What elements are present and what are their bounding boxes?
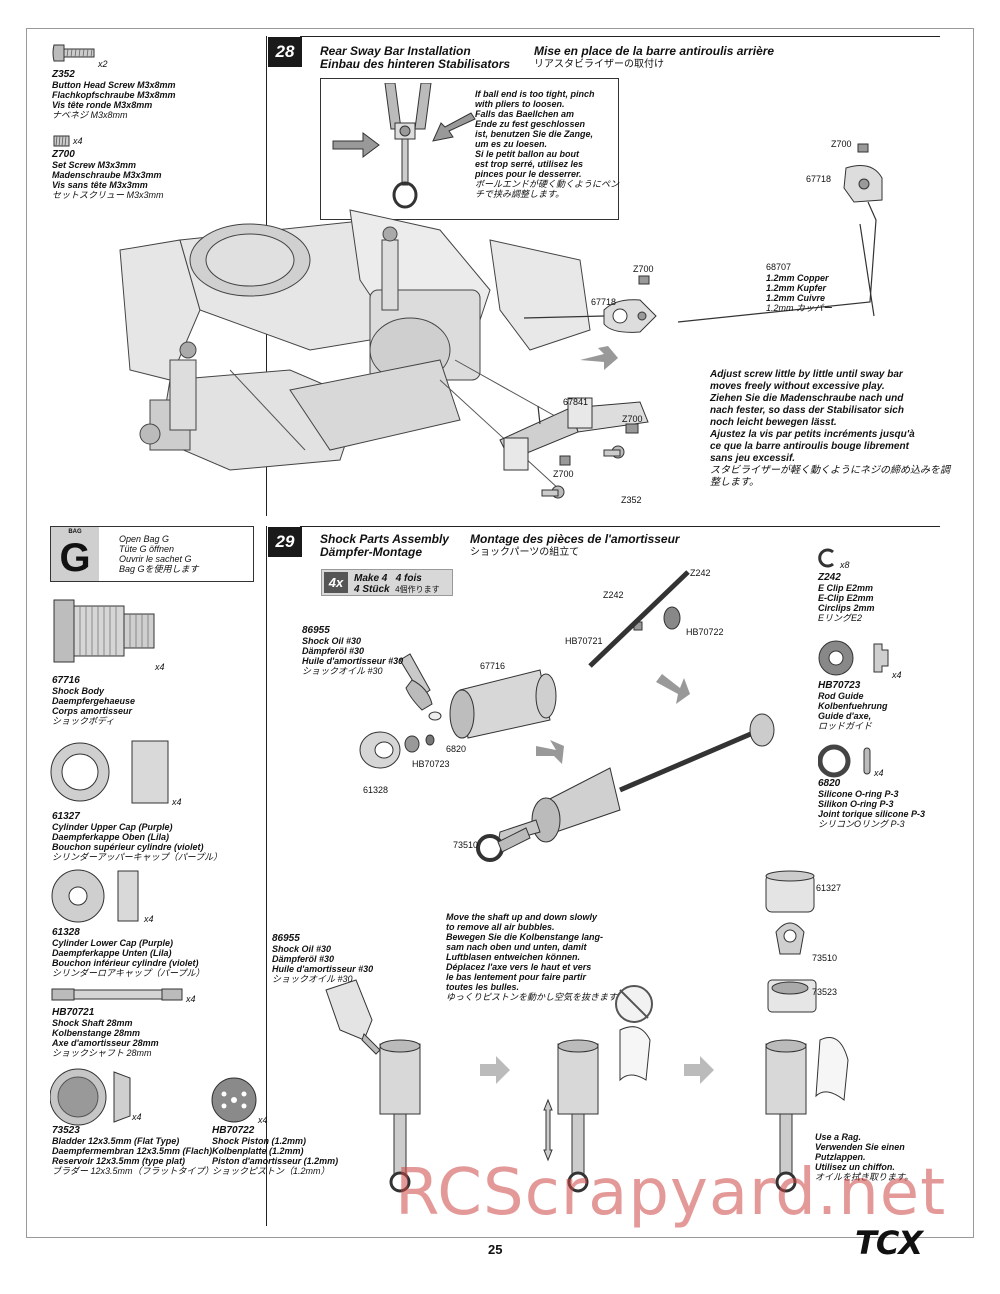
shock-cap-parts: [765, 870, 815, 995]
set-screw-icon: [53, 135, 70, 147]
make-count-badge: 4x Make 4 4 fois 4 Stück 4個作ります: [321, 569, 453, 596]
shock-shaft-icon: [51, 988, 183, 1001]
step29-divider: [266, 526, 267, 1226]
rod-guide-icon: [818, 640, 889, 676]
part-qty: x4: [144, 914, 154, 924]
label-61328: 61328: [363, 785, 389, 795]
label-6820: 6820: [446, 744, 467, 754]
part-z352: Z352 Button Head Screw M3x8mm Flachkopfs…: [52, 69, 176, 120]
ball-end-note: If ball end is too tight, pinch with pli…: [475, 89, 620, 199]
label-68707: 68707: [766, 262, 792, 272]
rear-chassis-illustration: [119, 209, 591, 491]
part-qty: x4: [892, 670, 902, 680]
label-z700: Z700: [633, 264, 654, 274]
label-73510: 73510: [453, 840, 479, 850]
tcx-logo: TCX: [855, 1224, 923, 1262]
part-z242: Z242 E Clip E2mm E-Clip E2mm Circlips 2m…: [818, 572, 875, 623]
label-hb70721: HB70721: [565, 636, 603, 646]
step28-title-left: Rear Sway Bar Installation Einbau des hi…: [320, 44, 511, 71]
label-z352: Z352: [621, 495, 642, 505]
label-67718: 67718: [591, 297, 617, 307]
part-qty: x4: [874, 768, 884, 778]
part-hb70723: HB70723 Rod Guide Kolbenfuehrung Guide d…: [818, 680, 888, 731]
air-bubbles-note: Move the shaft up and down slowly to rem…: [446, 912, 626, 1002]
lower-cap-icon: [51, 869, 139, 923]
part-73523: 73523 Bladder 12x3.5mm (Flat Type) Daemp…: [52, 1125, 214, 1176]
label-z242: Z242: [603, 590, 624, 600]
label-z242: Z242: [690, 568, 711, 578]
step-number-29: 29: [268, 527, 302, 557]
step29-title-left: Shock Parts Assembly Dämpfer-Montage: [320, 532, 449, 559]
part-hb70722: HB70722 Shock Piston (1.2mm) Kolbenplatt…: [212, 1125, 339, 1176]
part-z700: Z700 Set Screw M3x3mm Madenschraube M3x3…: [52, 149, 164, 200]
label-67718: 67718: [806, 174, 832, 184]
label-73523: 73523: [812, 987, 838, 997]
ball-end-pliers-illustration: [332, 83, 476, 209]
label-z700: Z700: [622, 414, 643, 424]
copper-wire-label: 1.2mm Copper 1.2mm Kupfer 1.2mm Cuivre 1…: [766, 273, 833, 313]
watermark: RCScrapyard.net: [395, 1156, 947, 1230]
shock-assembly-illustration: [359, 570, 775, 862]
part-qty: x4: [132, 1112, 142, 1122]
bag-g-badge: BAG G: [51, 527, 99, 581]
make-count-text: Make 4 4 fois 4 Stück 4個作ります: [354, 573, 440, 595]
part-61328: 61328 Cylinder Lower Cap (Purple) Daempf…: [52, 927, 205, 978]
label-z700: Z700: [831, 139, 852, 149]
label-hb70722: HB70722: [686, 627, 724, 637]
part-hb70721: HB70721 Shock Shaft 28mm Kolbenstange 28…: [52, 1007, 159, 1058]
bag-g-instructions: Open Bag G Tüte G öffnen Ouvrir le sache…: [119, 534, 199, 574]
bladder-icon: [50, 1068, 131, 1126]
oil-label-upper: 86955 Shock Oil #30 Dämpferöl #30 Huile …: [302, 625, 404, 676]
label-hb70723: HB70723: [412, 759, 450, 769]
oil-label-lower: 86955 Shock Oil #30 Dämpferöl #30 Huile …: [272, 933, 374, 984]
part-61327: 61327 Cylinder Upper Cap (Purple) Daempf…: [52, 811, 223, 862]
bag-g-box: BAG G Open Bag G Tüte G öffnen Ouvrir le…: [50, 526, 254, 582]
part-qty: x4: [155, 662, 165, 672]
upper-cap-icon: [50, 740, 169, 804]
page-frame: [26, 28, 974, 1238]
button-head-screw-icon: [52, 44, 95, 62]
o-ring-icon: [818, 744, 871, 778]
e-clip-icon: [818, 548, 834, 568]
part-67716: 67716 Shock Body Daempfergehaeuse Corps …: [52, 675, 136, 726]
part-qty: x4: [186, 994, 196, 1004]
page-number: 25: [488, 1242, 503, 1257]
step28-rule: [300, 36, 940, 37]
bag-letter: G: [59, 536, 91, 580]
part-qty: x8: [840, 560, 850, 570]
bag-label: BAG: [68, 529, 82, 535]
label-67841: 67841: [563, 397, 589, 407]
adjust-screw-note: Adjust screw little by little until sway…: [710, 369, 950, 488]
shock-body-icon: [53, 599, 155, 663]
label-z700: Z700: [553, 469, 574, 479]
part-6820: 6820 Silicone O-ring P-3 Silikon O-ring …: [818, 778, 926, 829]
part-qty: x4: [258, 1115, 268, 1125]
label-67716: 67716: [480, 661, 506, 671]
label-61327: 61327: [816, 883, 842, 893]
step-number-28: 28: [268, 37, 302, 67]
ball-end-callout: If ball end is too tight, pinch with pli…: [320, 78, 619, 220]
label-73510: 73510: [812, 953, 838, 963]
make-count: 4x: [324, 572, 348, 593]
part-qty: x4: [73, 136, 83, 146]
step28-title-right: Mise en place de la barre antiroulis arr…: [534, 44, 775, 71]
part-qty: x2: [98, 59, 108, 69]
part-qty: x4: [172, 797, 182, 807]
shock-piston-icon: [211, 1077, 257, 1123]
step29-rule: [300, 526, 940, 527]
swaybar-parts-illustration: [499, 143, 883, 499]
step29-title-right: Montage des pièces de l'amortisseur ショック…: [470, 532, 680, 559]
use-rag-note: Use a Rag. Verwenden Sie einen Putzlappe…: [815, 1132, 914, 1182]
